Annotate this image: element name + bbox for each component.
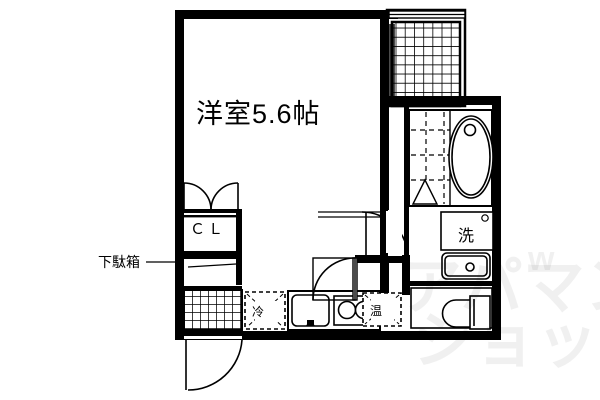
room-window bbox=[388, 10, 466, 19]
entrance-door bbox=[185, 339, 243, 391]
room-label-main: 洋室5.6帖 bbox=[196, 99, 321, 129]
washroom bbox=[411, 211, 494, 285]
kitchen-sink-icon bbox=[291, 294, 330, 327]
refrigerator-label: 冷 bbox=[252, 305, 265, 319]
toilet-icon bbox=[441, 295, 491, 330]
closet-label: ＣＬ bbox=[190, 221, 227, 238]
sliding-track bbox=[318, 211, 380, 218]
lattice-grid-icon bbox=[390, 20, 462, 108]
closet bbox=[183, 182, 242, 257]
washing-machine-label: 洗 bbox=[458, 228, 475, 245]
refrigerator-space bbox=[244, 291, 286, 330]
balcony bbox=[385, 8, 467, 108]
water-heater-space bbox=[362, 292, 402, 327]
shoe-cabinet-label: 下駄箱 bbox=[98, 254, 140, 270]
toilet bbox=[410, 287, 493, 330]
bathtub-icon bbox=[448, 115, 494, 199]
sink-icon bbox=[441, 252, 491, 280]
entrance bbox=[183, 286, 243, 391]
bathroom bbox=[408, 109, 494, 207]
shoe-cabinet bbox=[146, 251, 242, 285]
water-heater-label: 温 bbox=[370, 304, 383, 318]
tile-grid-icon bbox=[183, 289, 243, 331]
closet-double-door bbox=[183, 182, 239, 211]
